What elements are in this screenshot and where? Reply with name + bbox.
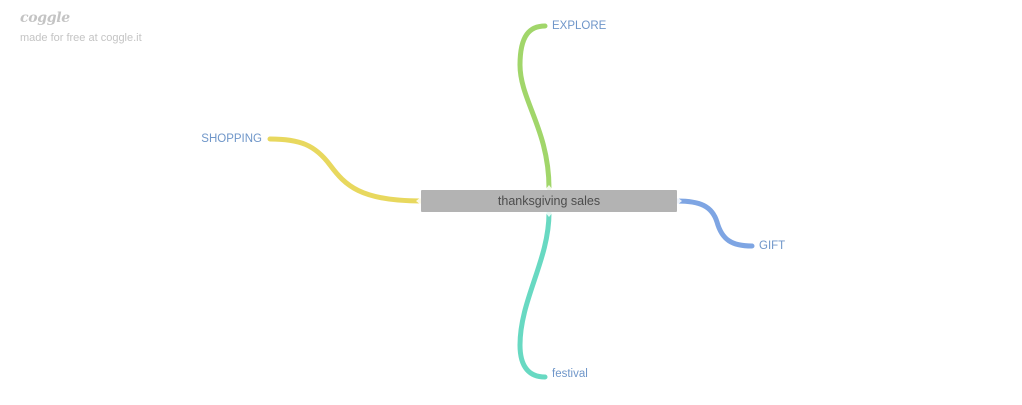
branch-gift-line: [674, 198, 755, 249]
coggle-tagline: made for free at coggle.it: [20, 32, 142, 44]
coggle-brand: coggle made for free at coggle.it: [20, 10, 142, 44]
branch-shopping-line: [267, 136, 424, 204]
central-node-label: thanksgiving sales: [498, 194, 600, 208]
branch-shopping-label[interactable]: SHOPPING: [201, 133, 262, 145]
branch-festival-label[interactable]: festival: [552, 368, 588, 380]
central-node[interactable]: [421, 190, 677, 212]
node-arrow-left-icon: [416, 197, 421, 205]
branch-gift-label[interactable]: GIFT: [759, 240, 785, 252]
branch-explore-label[interactable]: EXPLORE: [552, 20, 607, 32]
node-arrow-up-icon: [545, 185, 553, 190]
node-arrow-right-icon: [677, 197, 682, 205]
node-arrow-down-icon: [545, 212, 553, 217]
branch-festival-line: [517, 210, 552, 380]
coggle-logo: coggle: [20, 10, 70, 26]
branch-explore-line: [517, 23, 552, 191]
